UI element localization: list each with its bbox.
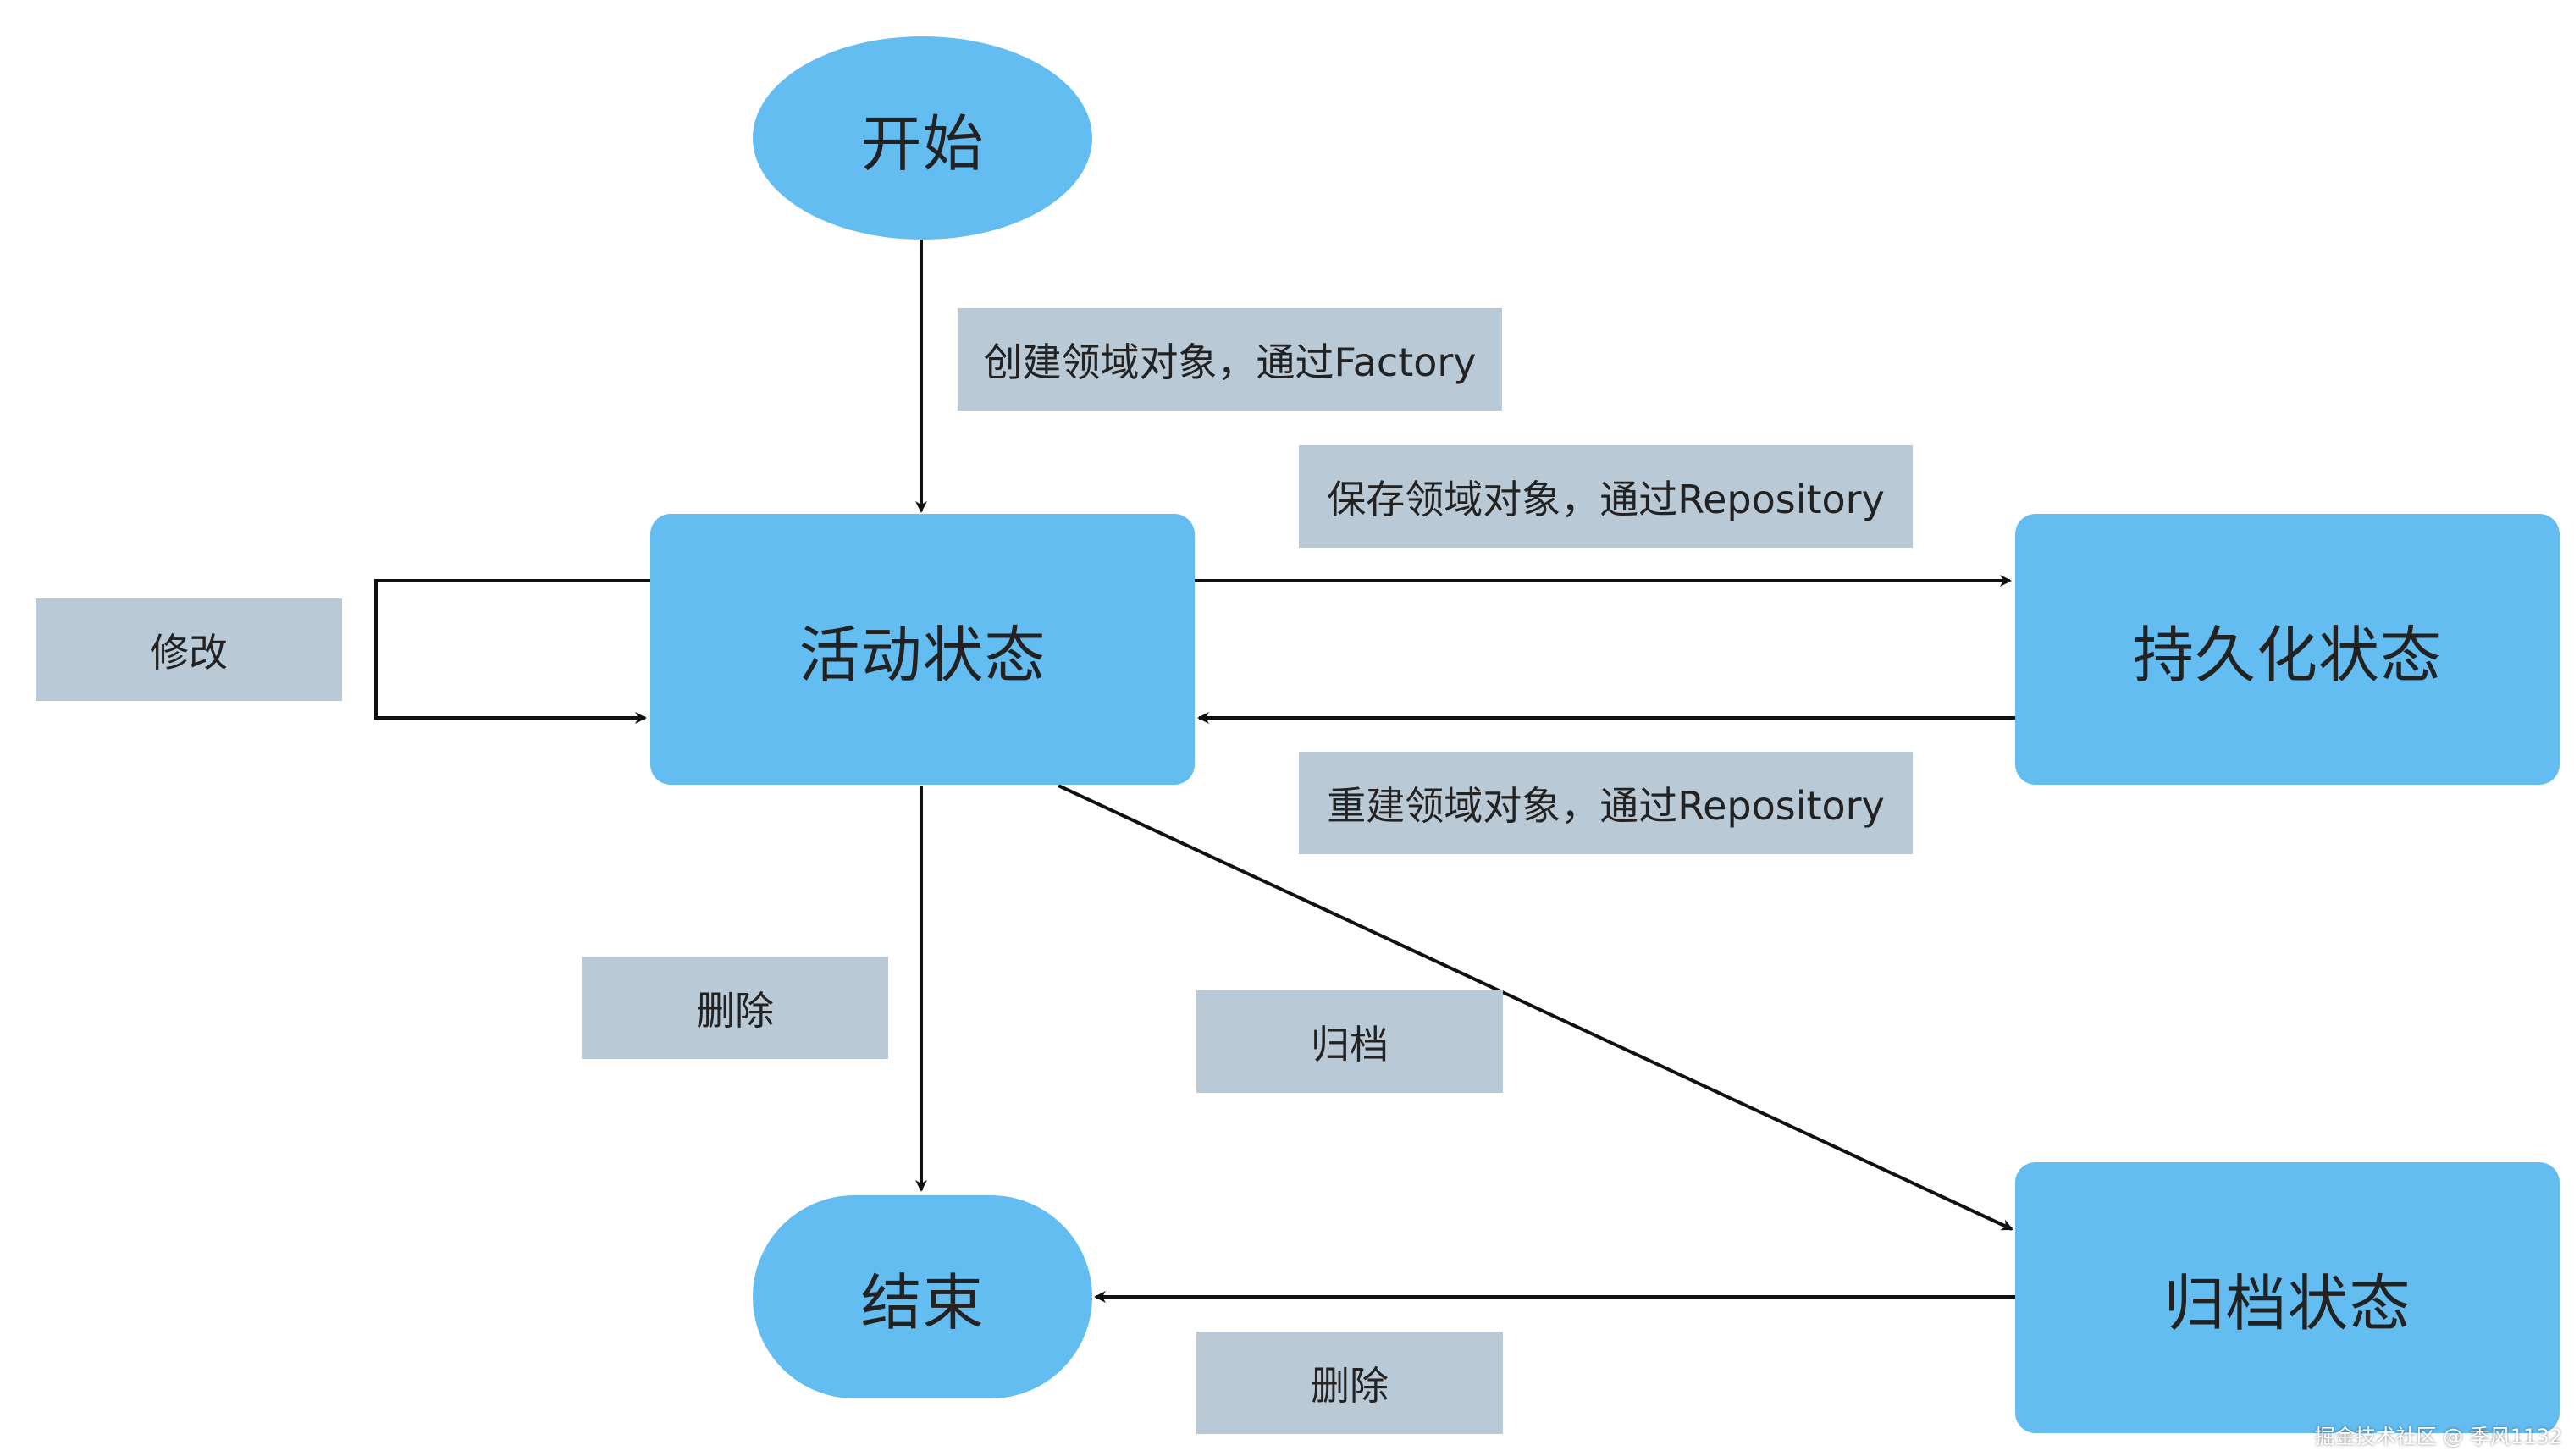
edge-label-delete-archived: 删除 xyxy=(1196,1332,1503,1434)
node-end-label: 结束 xyxy=(860,1266,985,1338)
node-archived-label: 归档状态 xyxy=(2163,1267,2411,1339)
edge-label-delete-active: 删除 xyxy=(582,957,888,1059)
node-persisted: 持久化状态 xyxy=(2015,514,2560,785)
edge-label-save: 保存领域对象，通过Repository xyxy=(1299,445,1913,548)
edge-modify xyxy=(374,579,650,724)
edge-label-modify: 修改 xyxy=(36,598,342,701)
node-start: 开始 xyxy=(753,36,1092,240)
watermark: 掘金技术社区 @ 季风1132 xyxy=(2314,1425,2562,1448)
node-active-label: 活动状态 xyxy=(798,619,1047,691)
node-archived: 归档状态 xyxy=(2015,1162,2560,1433)
edge-label-rebuild: 重建领域对象，通过Repository xyxy=(1299,752,1913,854)
edge-label-archive: 归档 xyxy=(1196,990,1503,1093)
edge-label-create: 创建领域对象，通过Factory xyxy=(958,308,1502,411)
node-active: 活动状态 xyxy=(650,514,1195,785)
node-persisted-label: 持久化状态 xyxy=(2132,619,2442,691)
node-start-label: 开始 xyxy=(860,108,985,179)
node-end: 结束 xyxy=(753,1195,1092,1398)
edge-archive xyxy=(1058,784,2013,1231)
